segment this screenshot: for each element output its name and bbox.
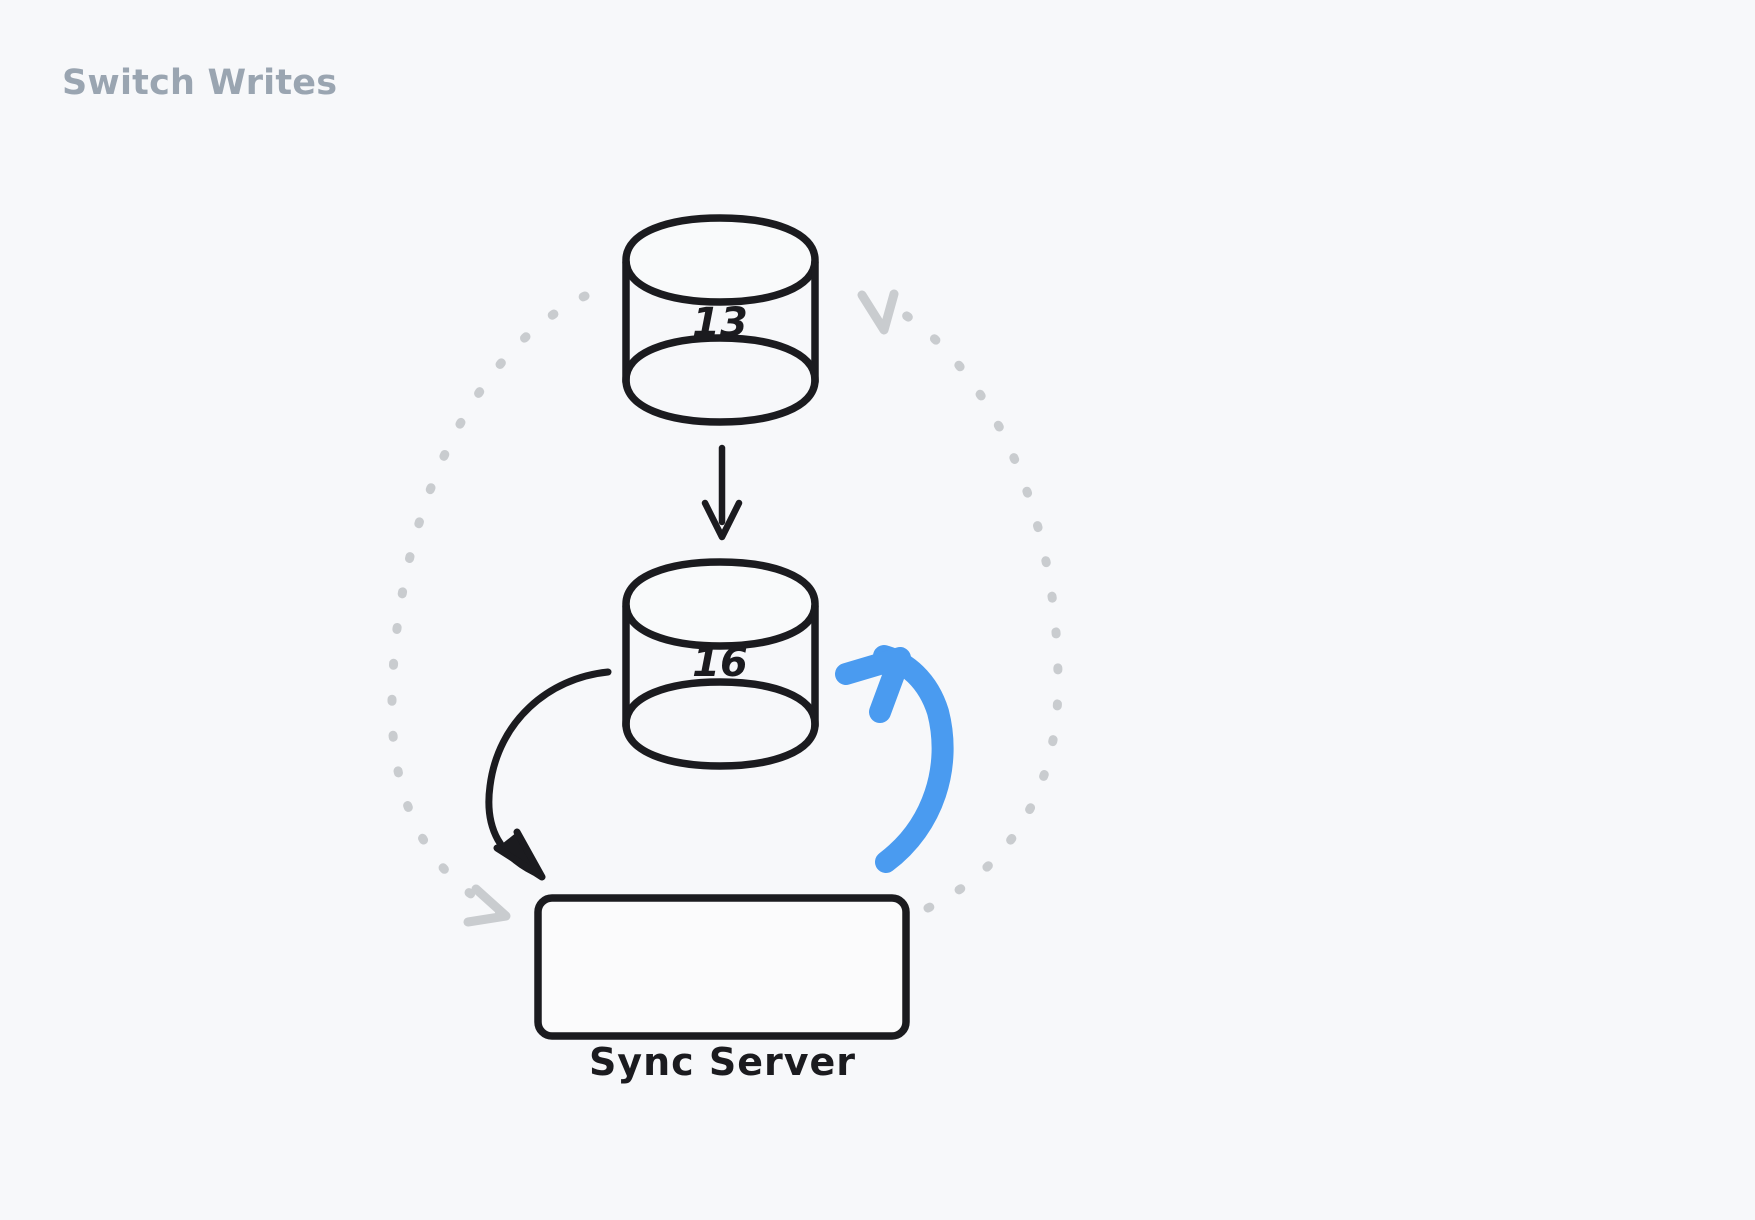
node-db-mid-label: 16: [692, 640, 748, 686]
edge-new-write-path: [835, 645, 954, 873]
node-db-top-label: 13: [692, 300, 748, 346]
edge-dashed-left: [387, 291, 590, 927]
node-db-top[interactable]: [622, 214, 819, 426]
node-sync-server-label: Sync Server: [588, 1040, 857, 1084]
edge-replication: [701, 444, 743, 541]
node-db-mid[interactable]: [622, 558, 819, 770]
edge-old-write-path: [485, 668, 612, 881]
node-sync-server[interactable]: [534, 894, 910, 1040]
edge-dashed-right: [857, 289, 1063, 913]
page-title: Switch Writes: [62, 63, 338, 103]
